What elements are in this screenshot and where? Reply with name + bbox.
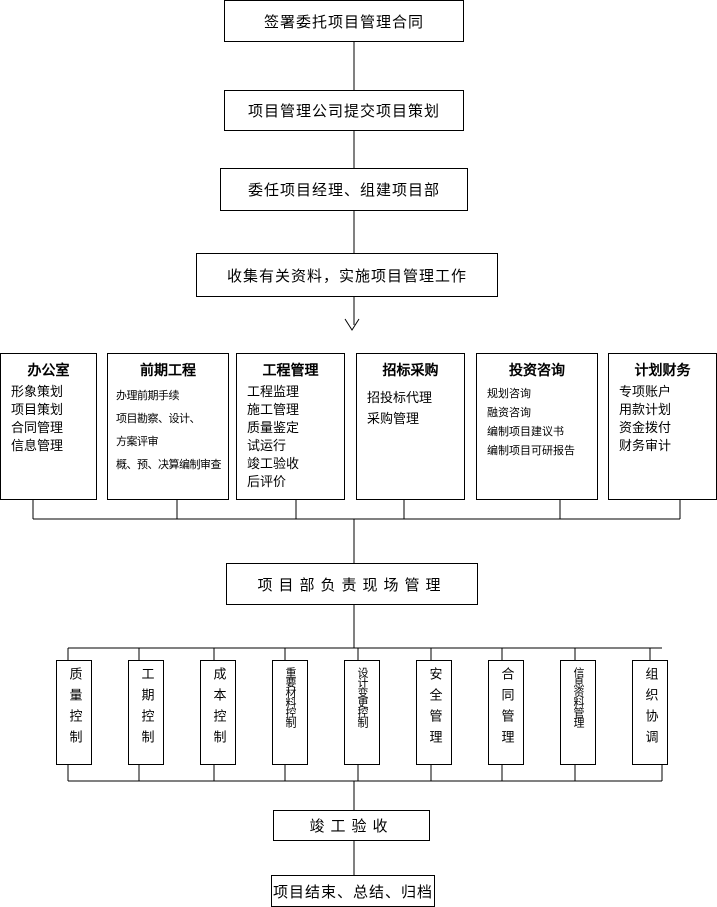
control-coordination: 组织协调	[632, 660, 668, 765]
step-completion-acceptance-label: 竣工验收	[309, 817, 394, 835]
control-label: 信息资料管理	[572, 667, 585, 727]
dept-item: 概、预、决算编制审查	[116, 458, 222, 471]
step-project-closure-label: 项目结束、总结、归档	[272, 882, 433, 901]
dept-item: 专项账户	[619, 385, 672, 400]
dept-item: 施工管理	[247, 403, 300, 418]
dept-item: 规划咨询	[487, 387, 531, 400]
step-site-management: 项目部负责现场管理	[226, 563, 478, 605]
step-site-management-label: 项目部负责现场管理	[257, 575, 447, 594]
control-schedule: 工期控制	[128, 660, 164, 765]
dept-item: 形象策划	[11, 385, 64, 400]
control-label: 质量控制	[66, 667, 82, 751]
dept-item: 采购管理	[367, 412, 420, 427]
step-collect-materials: 收集有关资料，实施项目管理工作	[196, 253, 498, 297]
dept-item: 资金拨付	[619, 421, 672, 436]
dept-item: 办理前期手续	[116, 389, 180, 402]
dept-procurement: 招标采购 招投标代理 采购管理	[356, 353, 465, 500]
dept-preliminary-title: 前期工程	[140, 363, 196, 379]
step-sign-contract: 签署委托项目管理合同	[224, 0, 464, 42]
dept-item: 编制项目建议书	[487, 425, 564, 438]
dept-item: 项目策划	[11, 403, 64, 418]
dept-item: 招投标代理	[367, 391, 433, 406]
dept-item: 后评价	[247, 475, 287, 490]
dept-item: 信息管理	[11, 439, 64, 454]
control-label: 设计变更控制	[356, 667, 369, 727]
step-sign-contract-label: 签署委托项目管理合同	[263, 12, 424, 31]
control-quality: 质量控制	[56, 660, 92, 765]
step-submit-plan: 项目管理公司提交项目策划	[224, 90, 464, 131]
dept-engineering-title: 工程管理	[262, 363, 319, 379]
step-appoint-manager-label: 委任项目经理、组建项目部	[247, 181, 440, 199]
step-submit-plan-label: 项目管理公司提交项目策划	[247, 102, 440, 120]
dept-finance: 计划财务 专项账户 用款计划 资金拨付 财务审计	[608, 353, 717, 500]
dept-finance-title: 计划财务	[634, 363, 691, 379]
control-materials: 重要材料控制	[272, 660, 308, 765]
dept-item: 工程监理	[247, 385, 300, 400]
control-label: 安全管理	[426, 667, 442, 751]
step-appoint-manager: 委任项目经理、组建项目部	[220, 168, 468, 211]
dept-investment-title: 投资咨询	[509, 363, 565, 379]
dept-office-title: 办公室	[27, 363, 70, 379]
dept-engineering: 工程管理 工程监理 施工管理 质量鉴定 试运行 竣工验收 后评价	[236, 353, 345, 500]
step-collect-materials-label: 收集有关资料，实施项目管理工作	[226, 266, 467, 285]
dept-item: 项目勘察、设计、	[116, 412, 201, 425]
dept-item: 试运行	[247, 439, 287, 454]
control-contract: 合同管理	[488, 660, 524, 765]
control-label: 合同管理	[498, 667, 514, 751]
dept-procurement-title: 招标采购	[382, 363, 439, 379]
dept-item: 质量鉴定	[247, 421, 300, 436]
control-label: 工期控制	[138, 667, 154, 751]
step-project-closure: 项目结束、总结、归档	[271, 875, 435, 907]
control-design-change: 设计变更控制	[344, 660, 380, 765]
control-label: 重要材料控制	[284, 667, 297, 727]
dept-item: 用款计划	[619, 403, 672, 418]
step-completion-acceptance: 竣工验收	[273, 810, 430, 841]
control-label: 成本控制	[210, 667, 226, 751]
dept-office: 办公室 形象策划 项目策划 合同管理 信息管理	[0, 353, 97, 500]
dept-item: 竣工验收	[247, 457, 300, 472]
dept-item: 方案评审	[116, 435, 159, 448]
control-safety: 安全管理	[416, 660, 452, 765]
dept-investment: 投资咨询 规划咨询 融资咨询 编制项目建议书 编制项目可研报告	[476, 353, 598, 500]
control-information: 信息资料管理	[560, 660, 596, 765]
dept-item: 财务审计	[619, 439, 672, 454]
dept-preliminary: 前期工程 办理前期手续 项目勘察、设计、 方案评审 概、预、决算编制审查	[107, 353, 229, 500]
control-label: 组织协调	[642, 667, 658, 751]
dept-item: 合同管理	[11, 421, 64, 436]
dept-item: 编制项目可研报告	[487, 444, 575, 457]
dept-item: 融资咨询	[487, 406, 531, 419]
control-cost: 成本控制	[200, 660, 236, 765]
